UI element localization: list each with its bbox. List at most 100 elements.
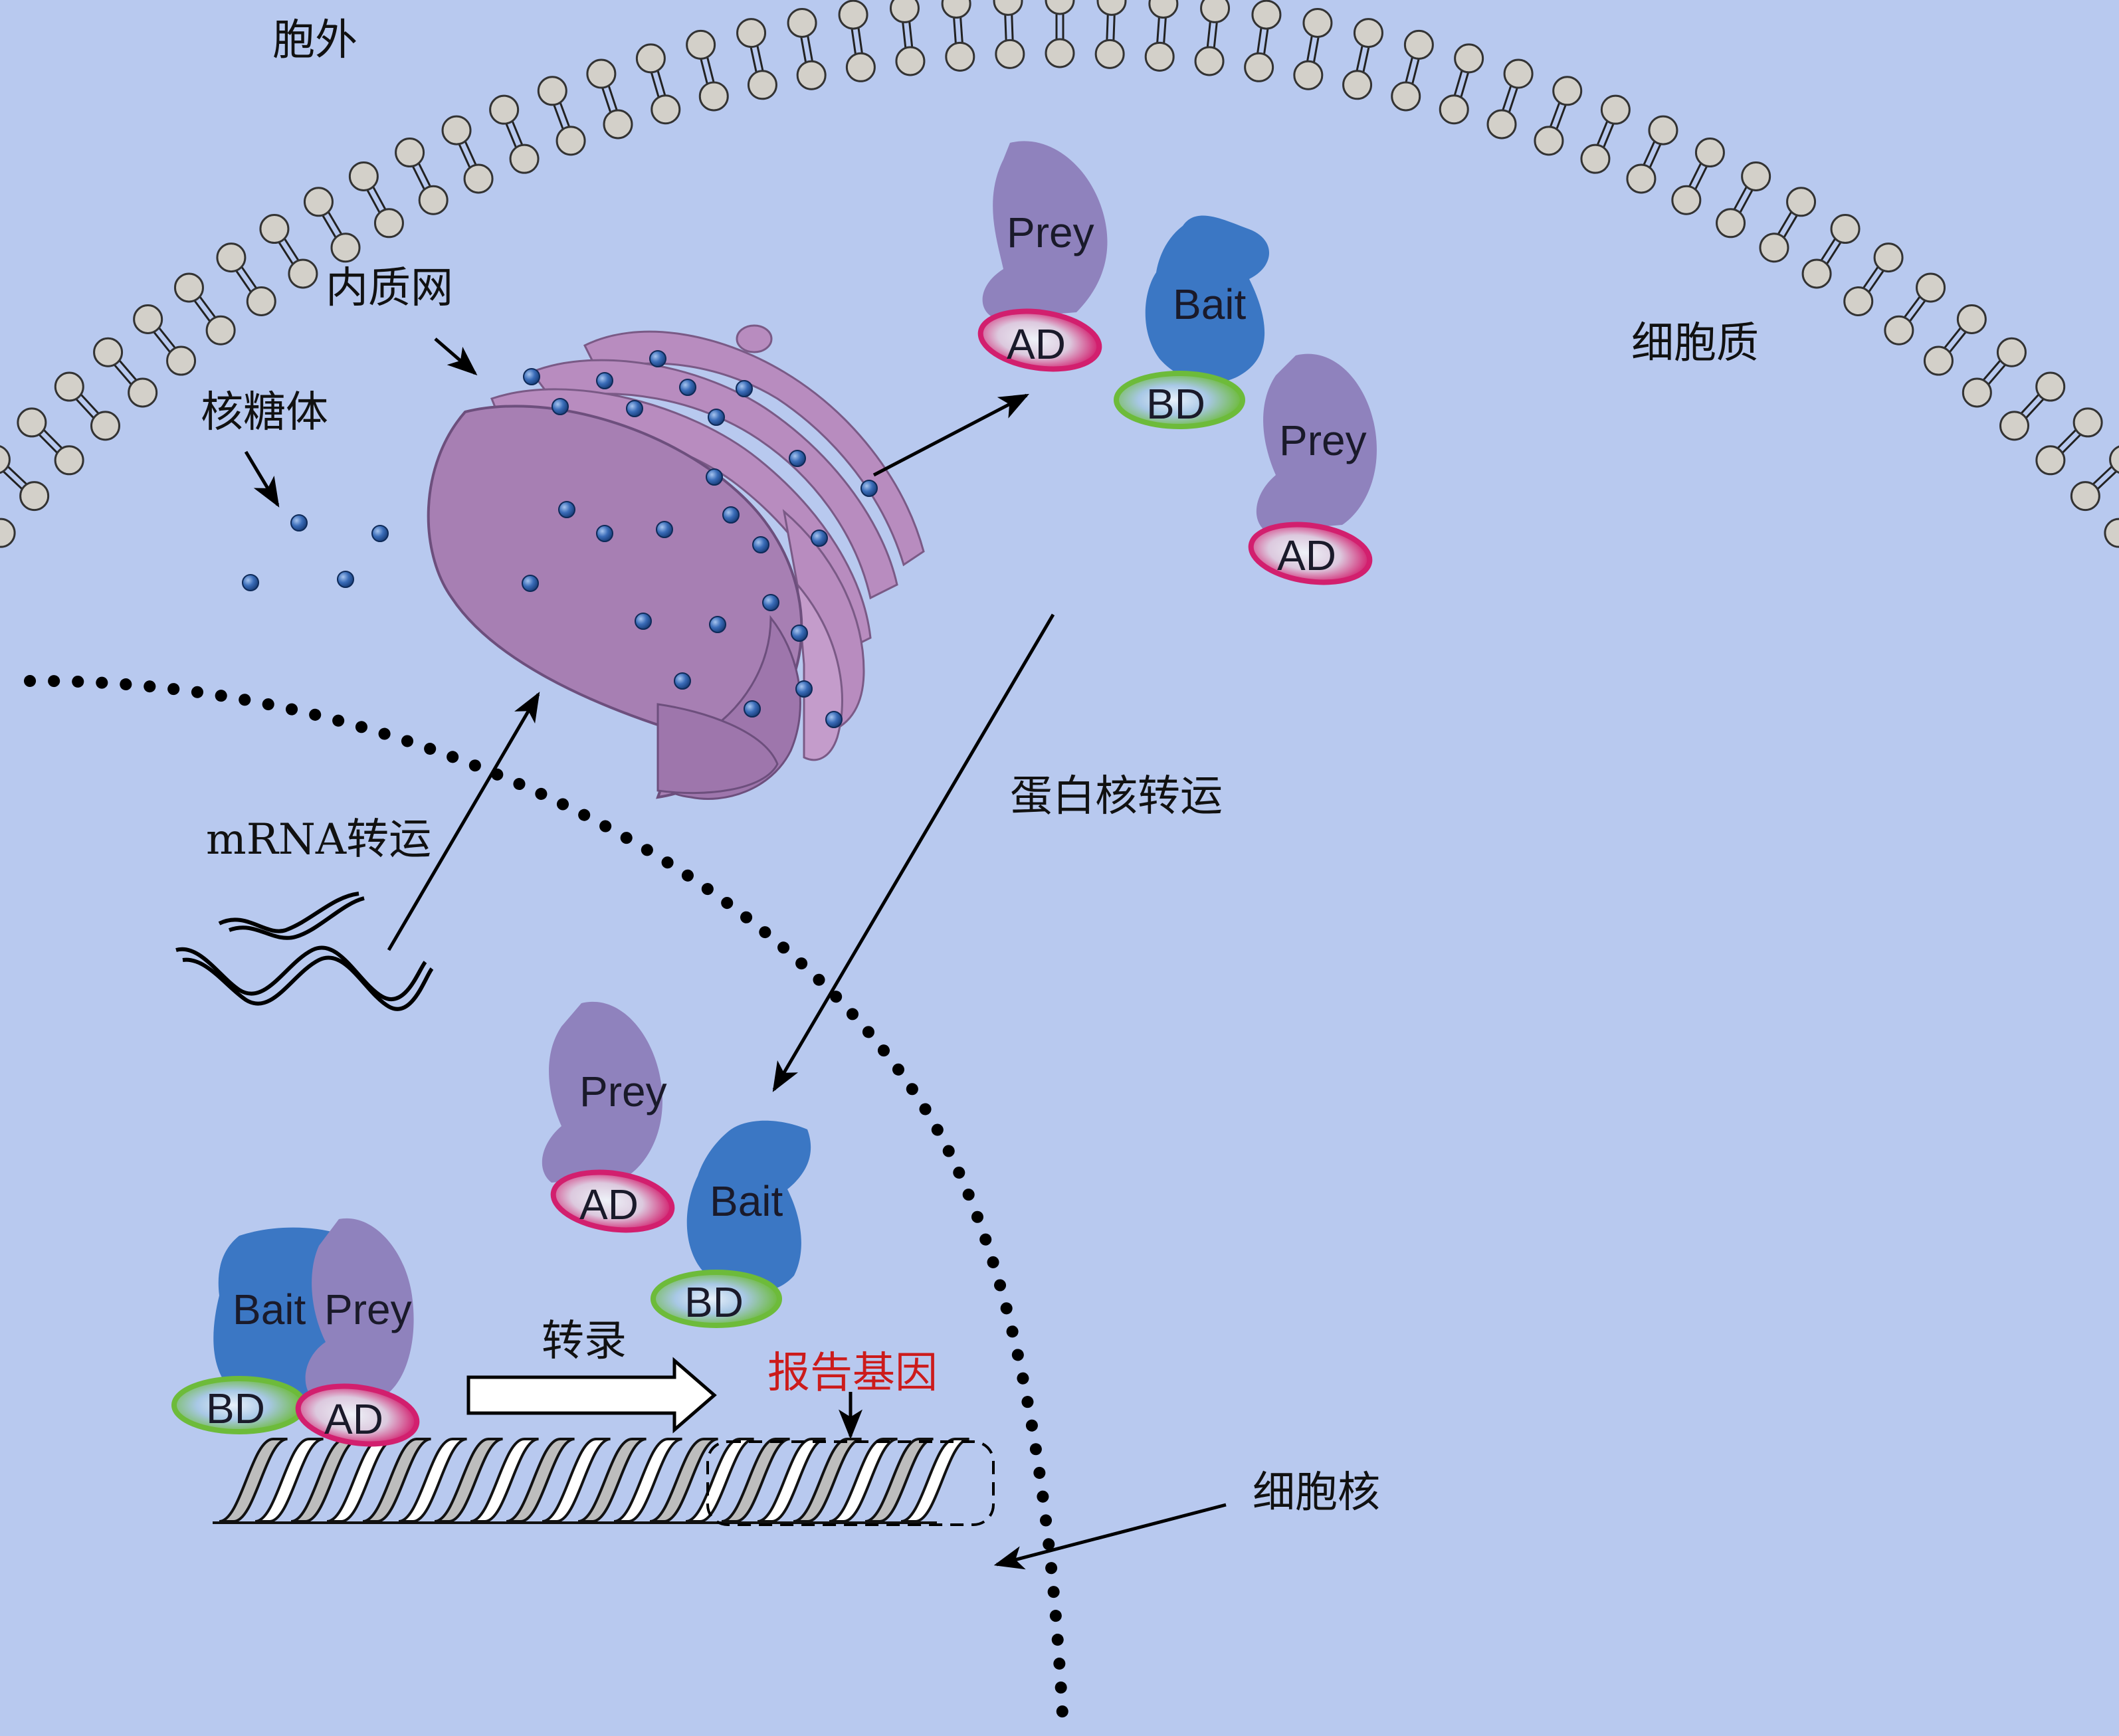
lipid-tail [1909, 300, 1926, 322]
dna-strand-segment [434, 1438, 504, 1523]
lipid-tail [1004, 15, 1007, 41]
lipid-tail [1643, 141, 1656, 165]
lipid-head [1626, 163, 1657, 194]
lipid-tail [857, 27, 863, 53]
lipid-tail [1826, 242, 1842, 264]
lipid-head [1580, 144, 1611, 174]
lipid-head [246, 286, 276, 317]
lipid-tail [1163, 17, 1167, 43]
lipid-tail [559, 102, 570, 127]
lipid-head [1454, 43, 1484, 74]
lipid-head [686, 29, 716, 60]
lipid-head [1194, 46, 1225, 76]
prey-shape [1256, 353, 1377, 531]
ribosome-particle [552, 398, 569, 415]
lipid-head [1439, 94, 1469, 125]
dna-strand-segment [829, 1438, 898, 1523]
lipid-head [19, 481, 50, 512]
lipid-head [54, 371, 84, 402]
lipid-tail [607, 85, 618, 110]
ad-domain [295, 1383, 420, 1447]
lipid-head [2035, 371, 2066, 402]
lipid-tail [2092, 466, 2112, 485]
lipid-head [603, 109, 633, 140]
nuclear-envelope [24, 674, 1069, 1733]
lipid-head [1671, 185, 1702, 215]
lipid-head [555, 126, 586, 156]
lipid-tail [418, 163, 431, 187]
lipid-head [373, 208, 404, 239]
lipid-head [90, 411, 120, 441]
lipid-tail [601, 88, 612, 113]
ribosome-particle [708, 409, 725, 426]
lipid-tail [1983, 359, 2001, 381]
prey-shape [982, 141, 1108, 320]
lipid-tail [2097, 470, 2117, 490]
bd-label: BD [684, 1278, 744, 1326]
lipid-tail [80, 394, 100, 415]
lipid-head [54, 445, 84, 476]
lipid-head [2072, 407, 2103, 438]
prey-shape [542, 1001, 662, 1183]
ribosome-particle [795, 680, 813, 698]
cell-membrane [0, 0, 2119, 548]
lipid-head [651, 94, 681, 125]
lipid-tail [1453, 70, 1463, 96]
lipid-head [796, 60, 827, 90]
lipid-head [1786, 187, 1817, 217]
lipid-tail [2062, 434, 2081, 454]
lipid-head [838, 0, 868, 30]
lipid-head [1302, 7, 1333, 38]
lipid-tail [1733, 186, 1748, 210]
lipid-tail [366, 189, 381, 213]
lipid-tail [322, 215, 337, 238]
lipid-head [1694, 138, 1725, 168]
lipid-head [1716, 208, 1746, 239]
lipid-head [1244, 52, 1274, 82]
lipid-tail [1011, 15, 1014, 41]
lipid-head [17, 407, 47, 438]
lipid-tail [1206, 21, 1211, 47]
lipid-tail [1257, 27, 1262, 53]
lipid-tail [953, 17, 957, 43]
lipid-tail [158, 327, 176, 349]
lipid-head [166, 345, 197, 376]
dna-strand-segment [649, 1438, 719, 1523]
lipid-tail [1949, 332, 1967, 353]
lipid-head [288, 258, 318, 289]
lipid-tail [153, 332, 171, 353]
lipid-head [93, 337, 124, 367]
ribosome-particle [626, 400, 643, 417]
reporter-gene-box [706, 1440, 995, 1526]
dna-strand-segment [254, 1438, 324, 1523]
lipid-head [259, 214, 290, 244]
lipid-head [303, 187, 334, 217]
lipid-head [0, 518, 16, 548]
prey-label: Prey [1007, 209, 1094, 256]
lipid-tail [114, 364, 132, 385]
bait-bd-complex-nucleus: Bait BD [651, 1120, 811, 1328]
lipid-head [1996, 337, 2027, 367]
lipid-tail [706, 57, 715, 82]
arrow-er-to-proteins [872, 393, 1029, 477]
dna-double-helix [213, 1438, 970, 1524]
lipid-head [1403, 29, 1434, 60]
ribosome-particle [242, 574, 259, 591]
bait-shape [686, 1120, 811, 1293]
lipid-tail [412, 165, 425, 190]
lipid-tail [902, 22, 907, 48]
lipid-head [1353, 18, 1383, 48]
lipid-head [1801, 258, 1832, 289]
lipid-head [2109, 445, 2119, 474]
lipid-tail [1820, 238, 1836, 261]
ribosome-particle [635, 613, 652, 630]
transcription-arrow [466, 1357, 717, 1434]
bd-domain [651, 1270, 782, 1328]
lipid-head [348, 161, 379, 191]
lipid-head [1759, 233, 1789, 263]
arrow-nucleus-label [993, 1503, 1227, 1570]
lipid-tail [1362, 47, 1370, 72]
dna-strand-segment [900, 1438, 970, 1523]
lipid-head [1486, 109, 1517, 140]
